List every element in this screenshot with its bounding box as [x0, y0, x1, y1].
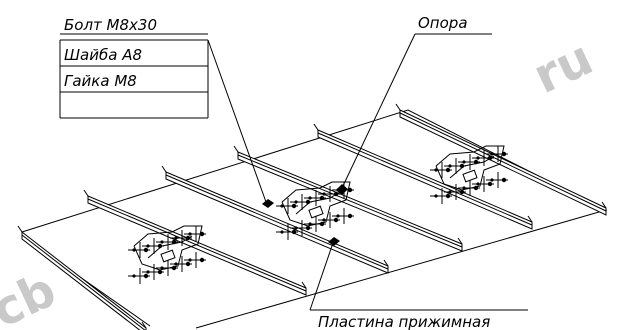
label-bolt: Болт M8x30 — [64, 16, 157, 34]
rail-4 — [313, 123, 533, 230]
label-nut: Гайка M8 — [64, 72, 137, 90]
label-table: Болт M8x30 Шайба A8 Гайка M8 — [59, 16, 209, 119]
rail-5 — [395, 103, 607, 216]
label-plate: Пластина прижимная — [318, 313, 490, 330]
leader-lines — [207, 33, 528, 311]
label-support: Опора — [418, 14, 468, 32]
rail-6 — [17, 225, 147, 330]
rail-3 — [233, 145, 463, 252]
rail-2 — [161, 165, 389, 274]
watermark-top-right: ru — [525, 30, 601, 105]
rail-1 — [83, 189, 307, 296]
fastener-cluster-1 — [128, 225, 206, 284]
fastener-cluster-3 — [430, 145, 508, 204]
label-washer: Шайба A8 — [64, 46, 142, 64]
rails — [17, 103, 607, 330]
fastener-clusters — [128, 145, 508, 284]
fastener-cluster-2 — [276, 181, 354, 240]
highlighted-parts — [262, 184, 348, 246]
watermark-bottom-left: cb — [0, 262, 64, 330]
